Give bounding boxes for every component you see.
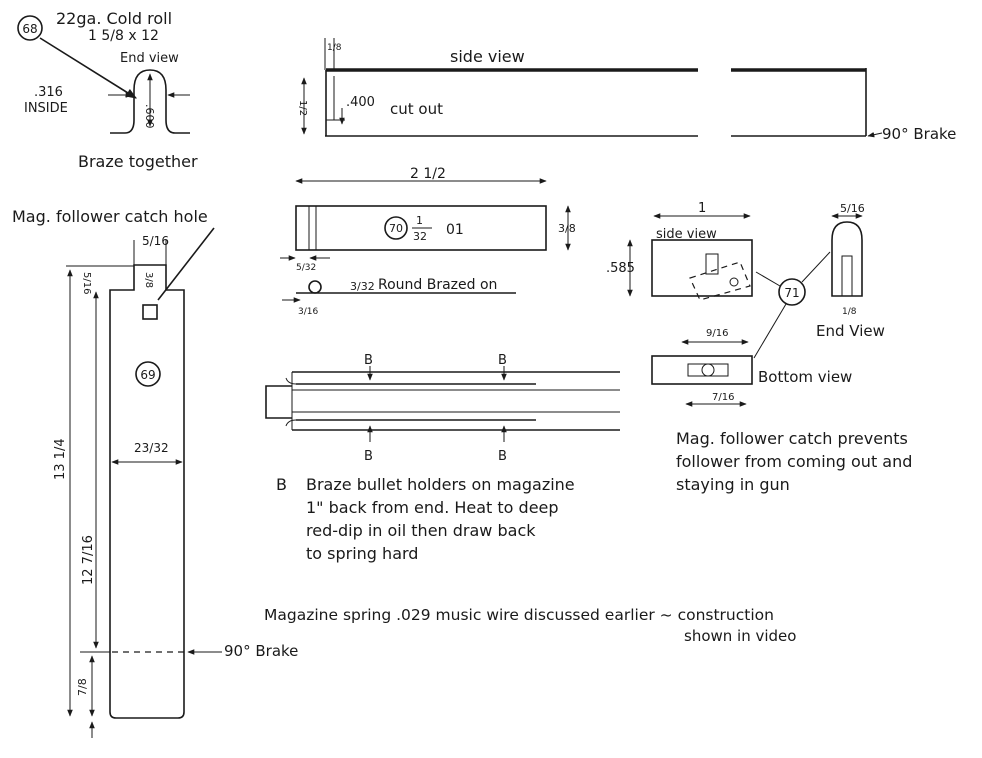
part-70-round-label: Round Brazed on bbox=[378, 277, 497, 293]
part-70-spec-den: 32 bbox=[413, 230, 427, 243]
part-68-leader bbox=[39, 37, 137, 99]
part-71-catch-hole bbox=[729, 277, 739, 287]
part-71-catch-piece bbox=[689, 261, 751, 301]
top-width-dim: 1/8 bbox=[327, 43, 342, 53]
braze-note-line-2: 1" back from end. Heat to deep bbox=[306, 498, 559, 517]
part-70-round-size: 3/32 bbox=[350, 280, 375, 293]
part-70-body bbox=[295, 205, 547, 251]
part-70-round-offset: 3/16 bbox=[298, 307, 318, 317]
part-68-material: 22ga. Cold roll bbox=[56, 9, 172, 28]
catch-note-line-3: staying in gun bbox=[676, 475, 790, 494]
magazine-marker-1: B bbox=[364, 353, 373, 368]
part-71-number: 71 bbox=[784, 286, 799, 300]
part-71: 1 side view .585 5/16 1/8 End View 71 9/… bbox=[606, 201, 885, 407]
catch-note-line-2: follower from coming out and bbox=[676, 452, 912, 471]
part-69-bottom-dim: 7/8 bbox=[76, 678, 89, 696]
magazine-marker-3: B bbox=[364, 449, 373, 464]
part-71-bottom-hole bbox=[701, 363, 715, 377]
part-69-hole-dim: 3/8 bbox=[143, 272, 154, 288]
magazine-view: B B B B bbox=[265, 353, 620, 464]
part-71-leader-1 bbox=[755, 271, 781, 287]
part-69-body-outline bbox=[109, 264, 185, 719]
magazine-marker-2: B bbox=[498, 353, 507, 368]
video-note: shown in video bbox=[684, 627, 796, 645]
top-cut-label: cut out bbox=[390, 100, 443, 118]
part-71-side-view-box bbox=[651, 239, 753, 297]
part-69-number-circle bbox=[135, 361, 161, 387]
part-69-catch-hole-label: Mag. follower catch hole bbox=[12, 207, 208, 226]
top-side-view: side view 1/8 1/2 .400 cut out 90° Brake bbox=[297, 38, 956, 143]
top-height-dim: 1/2 bbox=[297, 100, 308, 116]
part-71-bottom-top: 9/16 bbox=[706, 328, 728, 339]
part-69-length2: 12 7/16 bbox=[81, 535, 96, 585]
braze-note-line-4: to spring hard bbox=[306, 544, 418, 563]
part-69-width: 23/32 bbox=[134, 441, 169, 455]
magazine-holder-bottom-tip bbox=[285, 419, 297, 427]
spring-note: Magazine spring .029 music wire discusse… bbox=[264, 606, 774, 624]
part-68-end-view-label: End view bbox=[120, 51, 179, 66]
top-cut-dim: .400 bbox=[346, 95, 375, 110]
part-71-leader-2 bbox=[801, 251, 831, 283]
top-brake-label: 90° Brake bbox=[882, 125, 956, 143]
part-71-side-width: 1 bbox=[698, 201, 706, 216]
part-68-end-view-shape bbox=[110, 69, 190, 134]
magazine-end-tab bbox=[265, 385, 292, 419]
part-69-top-height: 5/16 bbox=[81, 272, 92, 294]
part-70-number-circle bbox=[384, 216, 408, 240]
part-71-end-slot bbox=[841, 255, 853, 297]
part-68-height-dim: .600 bbox=[143, 104, 156, 129]
part-71-side-view-label: side view bbox=[656, 227, 717, 242]
braze-note-line-3: red-dip in oil then draw back bbox=[306, 521, 536, 540]
part-68-number-circle bbox=[17, 15, 43, 41]
part-70-material: 01 bbox=[446, 222, 464, 238]
braze-note-line-1: Braze bullet holders on magazine bbox=[306, 475, 575, 494]
part-69-number: 69 bbox=[140, 368, 155, 382]
part-70: 2 1/2 70 1 32 01 3/8 5/32 3/32 Round Bra… bbox=[280, 166, 576, 317]
part-68-number: 68 bbox=[22, 22, 37, 36]
part-69-catch-hole bbox=[142, 304, 158, 320]
part-71-end-view-label: End View bbox=[816, 322, 885, 340]
part-69-catch-leader bbox=[157, 227, 215, 301]
part-70-spec-num: 1 bbox=[416, 214, 423, 227]
part-71-bottom-view-box bbox=[651, 355, 753, 385]
part-70-length: 2 1/2 bbox=[410, 166, 446, 182]
part-71-side-height: .585 bbox=[606, 261, 635, 276]
notes: B Braze bullet holders on magazine 1" ba… bbox=[264, 429, 912, 645]
part-70-end-dim: 5/32 bbox=[296, 263, 316, 273]
part-71-leader-3 bbox=[753, 303, 787, 359]
part-69-length: 13 1/4 bbox=[53, 438, 68, 480]
part-70-height: 3/8 bbox=[558, 222, 576, 235]
part-71-bottom-bottom: 7/16 bbox=[712, 392, 734, 403]
part-71-bottom-view-label: Bottom view bbox=[758, 368, 852, 386]
part-71-end-slot: 1/8 bbox=[842, 307, 857, 317]
part-68-inside-label: INSIDE bbox=[24, 101, 68, 116]
part-71-number-circle bbox=[778, 278, 806, 306]
top-brake-arrow bbox=[867, 131, 883, 138]
magazine-marker-4: B bbox=[498, 449, 507, 464]
part-71-end-width: 5/16 bbox=[840, 202, 865, 215]
part-71-bottom-slot bbox=[687, 363, 729, 377]
catch-note-line-1: Mag. follower catch prevents bbox=[676, 429, 908, 448]
part-68: 68 22ga. Cold roll 1 5/8 x 12 End view .… bbox=[17, 9, 198, 171]
part-71-spring bbox=[705, 253, 719, 275]
part-69: Mag. follower catch hole 5/16 3/8 69 5/1… bbox=[12, 207, 298, 738]
part-68-note: Braze together bbox=[78, 152, 198, 171]
part-68-inside-dim: .316 bbox=[34, 85, 63, 100]
part-70-number: 70 bbox=[389, 222, 403, 235]
part-69-brake: 90° Brake bbox=[224, 642, 298, 660]
part-68-size: 1 5/8 x 12 bbox=[88, 28, 159, 44]
part-69-top-width: 5/16 bbox=[142, 234, 169, 248]
part-70-round bbox=[308, 280, 322, 294]
magazine-holder-top-tip bbox=[285, 377, 297, 385]
top-side-view-title: side view bbox=[450, 47, 525, 66]
part-71-end-view-shape bbox=[831, 221, 863, 297]
braze-note-marker: B bbox=[276, 475, 287, 494]
